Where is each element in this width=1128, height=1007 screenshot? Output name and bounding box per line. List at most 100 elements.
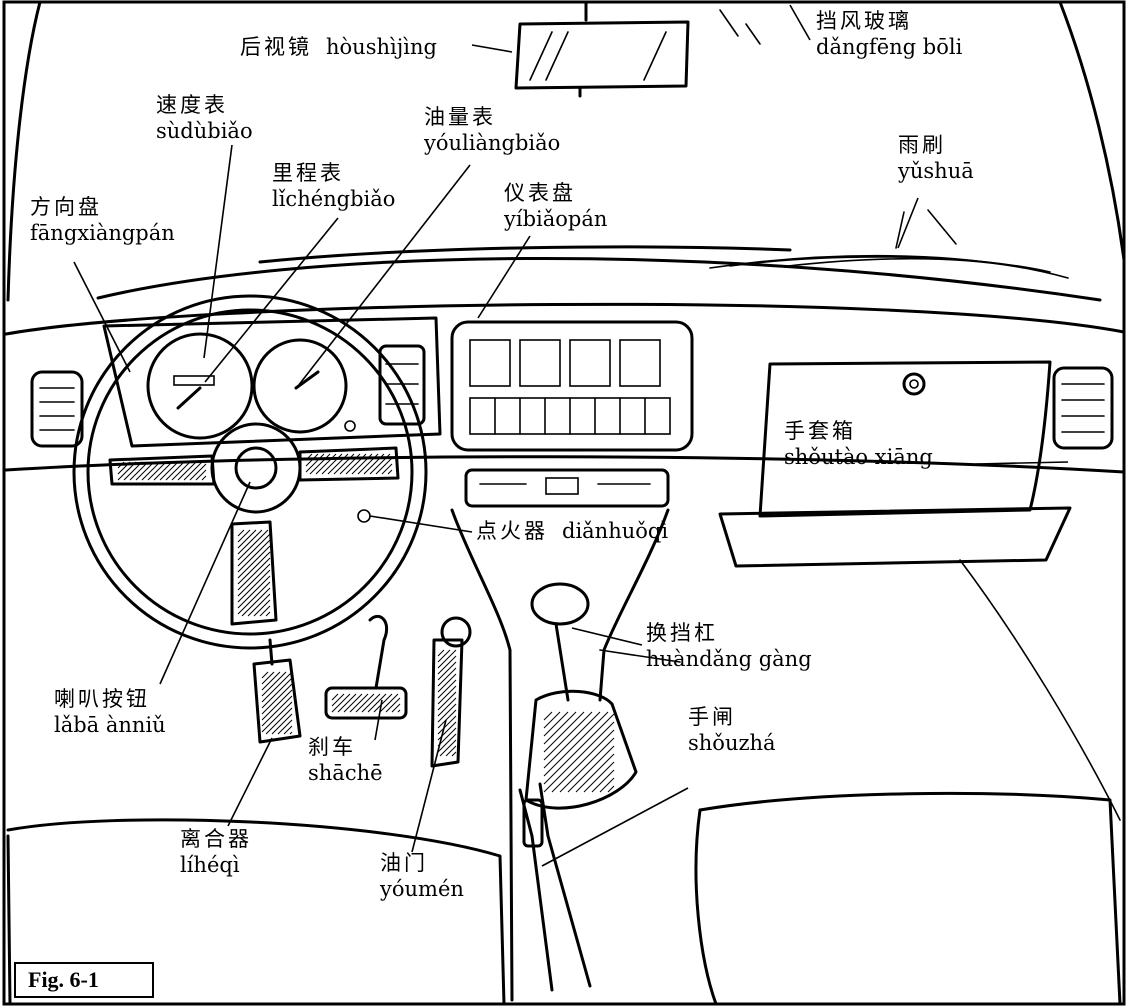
hatch-accelerator <box>437 655 457 675</box>
windshield-glare <box>719 9 761 45</box>
hatch-accelerator <box>437 673 457 693</box>
hatch-spoke-left <box>135 461 155 481</box>
hatch-gear-boot <box>599 777 615 793</box>
hatch-clutch-pedal <box>261 671 293 703</box>
hatch-spoke-left <box>129 461 149 481</box>
label-accelerator-zh: 油门 <box>380 851 428 875</box>
hatch-accelerator <box>445 745 457 757</box>
hatch-spoke-left <box>117 461 131 475</box>
label-accelerator: 油门 yóumén <box>380 850 464 903</box>
hatch-gear-boot <box>607 785 615 793</box>
hatch-brake-pedal <box>331 693 351 713</box>
hatch-gear-boot <box>567 745 615 793</box>
hatch-spoke-left <box>201 475 207 481</box>
leader-line-steering-wheel <box>73 261 131 373</box>
hatch-spoke-right <box>369 453 391 475</box>
label-odometer-zh: 里程表 <box>272 161 344 185</box>
hatch-brake-pedal <box>331 693 339 701</box>
hatch-gear-boot <box>543 711 553 721</box>
hatch-clutch-pedal <box>261 701 293 733</box>
label-windshield: 挡风玻璃 dǎngfēng bōli <box>816 8 962 61</box>
hatch-gear-boot <box>543 711 561 729</box>
hatch-spoke-bottom <box>265 611 271 617</box>
label-clutch-pinyin: líhéqì <box>180 853 240 878</box>
windshield-pillar-right <box>1058 0 1126 262</box>
label-glove-box: 手套箱 shǒutào xiāng <box>784 418 933 471</box>
hatch-spoke-right <box>333 453 355 475</box>
hatch-accelerator <box>437 649 445 657</box>
leader-line-glove-box <box>975 461 1069 465</box>
label-steering-wheel-pinyin: fāngxiàngpán <box>30 221 175 246</box>
label-speedometer: 速度表 sùdùbiǎo <box>156 92 253 145</box>
hatch-spoke-left <box>165 461 185 481</box>
label-dashboard: 仪表盘 yíbiǎopán <box>504 180 607 233</box>
hatch-accelerator <box>437 649 451 663</box>
hatch-brake-pedal <box>349 693 369 713</box>
hatch-spoke-left <box>171 461 191 481</box>
label-handbrake: 手闸 shǒuzhá <box>688 704 776 757</box>
label-handbrake-pinyin: shǒuzhá <box>688 731 776 756</box>
leader-line-odometer <box>204 217 339 383</box>
leader-line-clutch <box>227 737 273 827</box>
center-panel <box>450 320 694 508</box>
hatch-spoke-bottom <box>237 539 271 573</box>
leader-line-ignition <box>369 515 473 533</box>
hatch-brake-pedal <box>361 693 381 713</box>
hatch-brake-pedal <box>397 709 401 713</box>
hatch-spoke-bottom <box>237 529 257 549</box>
steering-wheel-drawing <box>72 294 428 650</box>
hatch-accelerator <box>437 709 457 729</box>
hatch-gear-boot <box>583 761 615 793</box>
hatch-spoke-bottom <box>237 581 271 615</box>
glove-box-drawing <box>718 360 1072 568</box>
label-dashboard-pinyin: yíbiǎopán <box>504 207 608 232</box>
label-brake-zh: 刹车 <box>308 735 356 759</box>
leader-lines <box>73 4 1069 867</box>
label-ignition-zh: 点火器 <box>476 519 548 543</box>
hatch-accelerator <box>437 685 457 705</box>
label-windshield-zh: 挡风玻璃 <box>816 9 912 33</box>
hatch-spoke-left <box>147 461 167 481</box>
right-air-vent <box>1052 366 1114 450</box>
hatch-spoke-right <box>305 453 325 473</box>
hatch-spoke-bottom <box>259 605 271 617</box>
hatch-accelerator <box>437 649 457 669</box>
hatch-gear-boot <box>543 711 569 737</box>
instrument-cluster <box>102 316 442 448</box>
hatch-gear-boot <box>551 729 615 793</box>
gearshift-drawing <box>524 582 638 810</box>
hatch-gear-boot <box>543 711 585 753</box>
hatching-layer <box>117 453 615 793</box>
hatch-brake-pedal <box>337 693 357 713</box>
hatch-spoke-right <box>339 453 361 475</box>
hatch-brake-pedal <box>373 693 393 713</box>
hatch-spoke-right <box>305 453 319 467</box>
hatch-spoke-right <box>309 453 331 475</box>
label-ignition-pinyin: diǎnhuǒqì <box>562 519 669 543</box>
hatch-spoke-right <box>357 453 379 475</box>
label-fuel-gauge-zh: 油量表 <box>424 105 496 129</box>
wiper-drawing <box>895 209 957 249</box>
hatch-spoke-right <box>387 469 393 475</box>
label-brake-pinyin: shāchē <box>308 761 383 786</box>
hatch-clutch-pedal <box>283 725 293 735</box>
center-tunnel <box>450 508 681 1002</box>
label-odometer: 里程表 lǐchéngbiǎo <box>272 160 395 213</box>
hatch-spoke-right <box>345 453 367 475</box>
label-clutch: 离合器 líhéqì <box>180 826 252 879</box>
hatch-spoke-left <box>117 461 137 481</box>
hatch-spoke-bottom <box>237 545 271 579</box>
label-wipers-zh: 雨刷 <box>898 133 946 157</box>
hatch-clutch-pedal <box>277 719 293 735</box>
hatch-accelerator <box>437 697 457 717</box>
hatch-spoke-left <box>183 461 203 481</box>
label-steering-wheel: 方向盘 fāngxiàngpán <box>30 194 175 247</box>
label-gearshift-pinyin: huàndǎng gàng <box>646 647 812 672</box>
label-horn-button-pinyin: lǎbā ànniǔ <box>54 713 166 738</box>
hatch-clutch-pedal <box>265 707 293 735</box>
leader-line-accelerator <box>411 719 447 853</box>
label-gearshift-zh: 换挡杠 <box>646 621 718 645</box>
hatch-spoke-bottom <box>241 587 271 617</box>
